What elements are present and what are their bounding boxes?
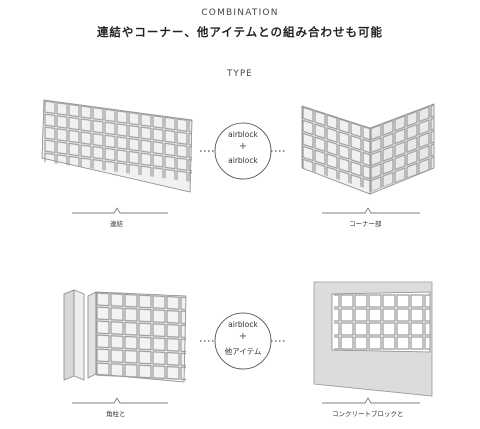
circle-label-top-2: airblock — [228, 320, 258, 329]
plus-icon: + — [238, 331, 248, 342]
caption-connected: 連結 — [110, 220, 123, 228]
caption-pillar: 角柱と — [106, 410, 126, 418]
pillar-blocks-illustration — [63, 289, 187, 383]
plus-icon: + — [238, 141, 248, 152]
section-title-type: TYPE — [227, 69, 253, 79]
circle-label-top-1: airblock — [228, 130, 258, 139]
caption-corner: コーナー部 — [349, 220, 382, 228]
page-headline: 連結やコーナー、他アイテムとの組み合わせも可能 — [96, 25, 384, 39]
connected-blocks-illustration — [41, 99, 193, 193]
concrete-wall-illustration — [313, 281, 433, 397]
circle-label-bottom-1: airblock — [228, 156, 258, 165]
section-eyebrow: COMBINATION — [201, 8, 279, 18]
connector-row-1 — [200, 122, 286, 180]
corner-blocks-illustration — [301, 103, 435, 195]
caption-concrete: コンクリートブロックと — [332, 410, 404, 418]
connector-row-2 — [200, 312, 286, 370]
circle-label-bottom-2: 他アイテム — [224, 347, 262, 356]
